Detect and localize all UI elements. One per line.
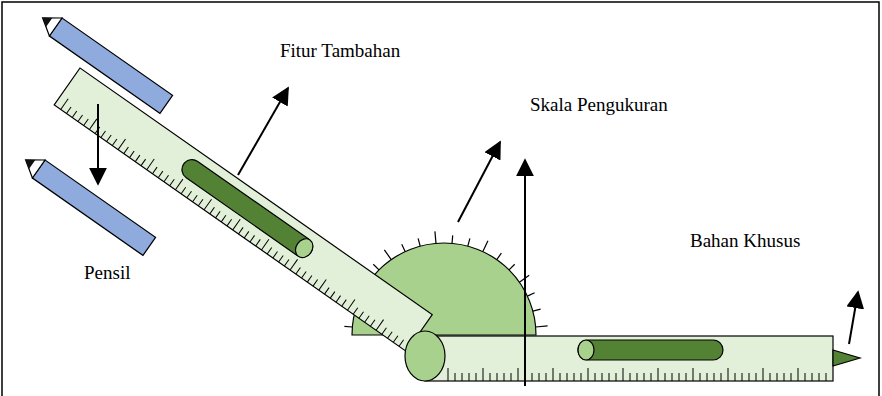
- pencil-bottom: [19, 151, 155, 256]
- ruler-left: [54, 68, 432, 351]
- hinge: [405, 331, 445, 381]
- material-label: Bahan Khusus: [690, 230, 800, 252]
- pencil-label: Pensil: [84, 262, 130, 284]
- leader-arrows: [98, 88, 858, 386]
- scale-label: Skala Pengukuran: [530, 94, 668, 116]
- ruler-right: [425, 336, 860, 381]
- feature-label: Fitur Tambahan: [280, 40, 400, 62]
